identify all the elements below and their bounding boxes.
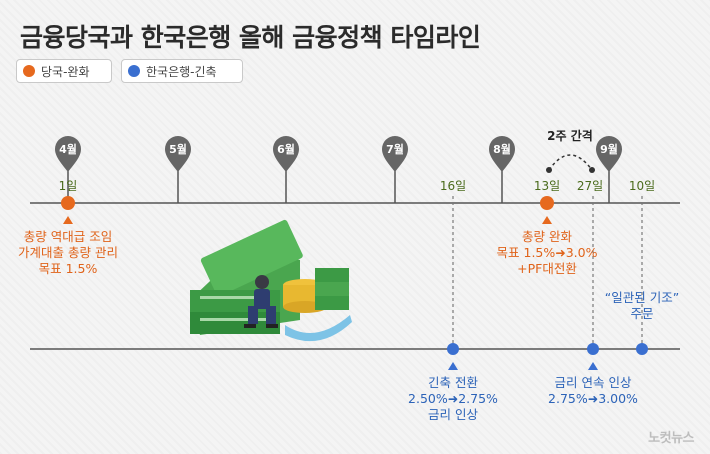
page-title: 금융당국과 한국은행 올해 금융정책 타임라인	[20, 23, 481, 52]
event-dot-aug-27	[587, 343, 599, 355]
watermark-logo: 노컷뉴스	[648, 431, 694, 446]
month-sep: 9월	[600, 142, 618, 156]
note-sep-line2: 목표 1.5%➜3.0%	[496, 245, 598, 260]
pin-icon-jul: 7월	[382, 136, 408, 172]
note-oct-line1: “일관된 기조”	[604, 290, 680, 305]
event-dot-oct-10	[636, 343, 648, 355]
gap-end-dot	[589, 167, 595, 173]
note-jul-line3: 금리 인상	[428, 407, 478, 422]
note-apr: 총량 역대급 조임 가계대출 총량 관리 목표 1.5%	[8, 229, 128, 277]
pin-icon-jun: 6월	[273, 136, 299, 172]
note-jul: 긴축 전환 2.50%➜2.75% 금리 인상	[398, 375, 508, 423]
orange-dot-icon	[23, 65, 35, 77]
month-may: 5월	[169, 142, 187, 156]
note-oct-line2: 주문	[630, 306, 654, 321]
month-jun: 6월	[277, 142, 295, 156]
note-apr-line2: 가계대출 총량 관리	[18, 245, 118, 260]
note-jul-line2: 2.50%➜2.75%	[408, 391, 498, 406]
gap-start-dot	[546, 167, 552, 173]
arrow-up-icon-jul	[448, 362, 458, 370]
note-sep: 총량 완화 목표 1.5%➜3.0% +PF대전환	[487, 229, 607, 277]
note-sep-line3: +PF대전환	[517, 261, 577, 276]
event-dot-apr-1	[61, 196, 75, 210]
month-jul: 7월	[386, 142, 404, 156]
day-label-jul-16: 16일	[440, 179, 466, 193]
note-aug-line2: 2.75%➜3.00%	[548, 391, 638, 406]
pin-icon-aug: 8월	[489, 136, 515, 172]
legend-label: 당국-완화	[41, 64, 90, 79]
pin-icon-apr: 4월	[55, 136, 81, 172]
note-aug: 금리 연속 인상 2.75%➜3.00%	[538, 375, 648, 407]
note-oct: “일관된 기조” 주문	[592, 290, 692, 322]
gap-arc	[548, 154, 593, 171]
pin-icon-sep: 9월	[596, 136, 622, 172]
day-label-apr-1: 1일	[59, 179, 78, 193]
legend-label: 한국은행-긴축	[146, 64, 217, 79]
event-dot-jul-16	[447, 343, 459, 355]
note-apr-line3: 목표 1.5%	[38, 261, 98, 276]
pin-icon-may: 5월	[165, 136, 191, 172]
day-label-oct-10: 10일	[629, 179, 655, 193]
gap-label: 2주 간격	[547, 128, 593, 143]
month-apr: 4월	[59, 142, 77, 156]
note-sep-line1: 총량 완화	[522, 229, 572, 244]
month-aug: 8월	[493, 142, 511, 156]
event-dot-sep-13	[540, 196, 554, 210]
day-label-aug-27: 27일	[577, 179, 603, 193]
arrow-up-icon-aug	[588, 362, 598, 370]
legend-bok-tightening: 한국은행-긴축	[121, 59, 243, 83]
blue-dot-icon	[128, 65, 140, 77]
note-apr-line1: 총량 역대급 조임	[23, 229, 113, 244]
arrow-up-icon-apr	[63, 216, 73, 224]
arrow-up-icon-sep	[542, 216, 552, 224]
note-jul-line1: 긴축 전환	[428, 375, 478, 390]
note-aug-line1: 금리 연속 인상	[554, 375, 632, 390]
day-label-sep-13: 13일	[534, 179, 560, 193]
legend-authority-easing: 당국-완화	[16, 59, 112, 83]
money-illustration	[190, 219, 352, 342]
